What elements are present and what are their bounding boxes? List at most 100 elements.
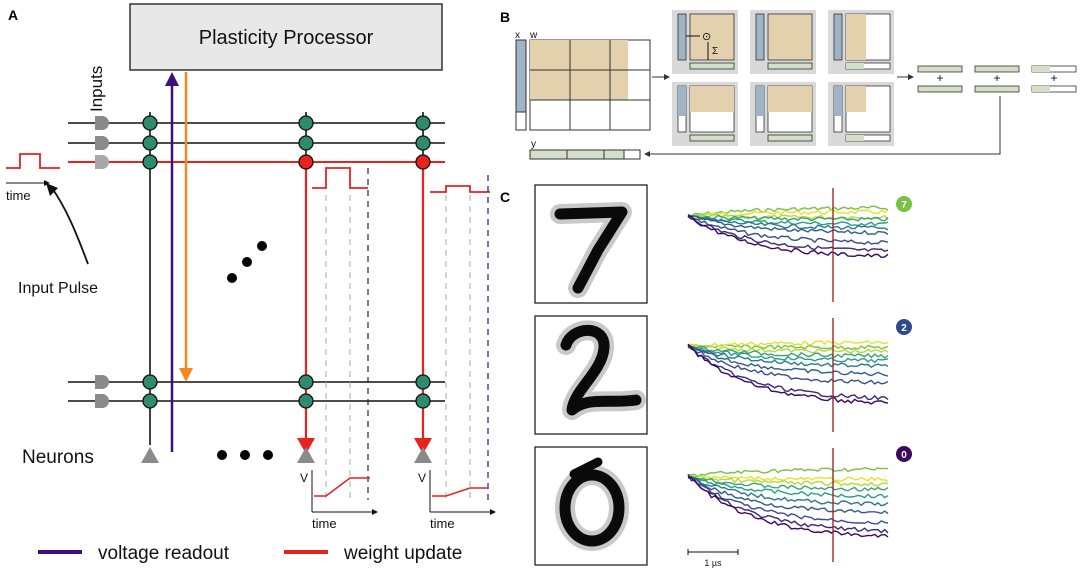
pulse-pointer-arrowhead — [46, 183, 58, 196]
label-badge-text: 7 — [901, 200, 907, 211]
sub-x-fill — [756, 86, 764, 116]
neuron-soma-icon — [414, 447, 432, 463]
input-pulse: time Input Pulse — [6, 153, 98, 297]
synapse-node — [298, 115, 314, 131]
trace-plot-0 — [687, 467, 889, 538]
synapse-node — [142, 393, 158, 409]
membrane-trace — [687, 215, 889, 259]
digit-image-2 — [534, 315, 648, 435]
membrane-trace — [687, 340, 889, 348]
synapse-node — [415, 393, 431, 409]
active-synapse-node — [298, 154, 314, 170]
ellipsis-dot — [263, 450, 273, 460]
label-badge-text: 0 — [901, 450, 907, 461]
membrane-trace — [687, 475, 889, 515]
neuron-soma-icon — [141, 447, 159, 463]
sub-x — [833, 13, 843, 61]
input-driver-icon — [95, 155, 109, 169]
processor-label: Plasticity Processor — [199, 27, 374, 49]
flow-arrowhead — [664, 74, 670, 80]
mult-symbol: ⊙ — [702, 31, 711, 43]
membrane-trace — [687, 345, 889, 377]
membrane-trace — [687, 475, 889, 499]
digit-glyph — [560, 325, 642, 416]
membrane-trace — [687, 214, 889, 231]
panel-c: C 7 2 — [500, 184, 912, 568]
membrane-trace — [687, 476, 889, 525]
synapse-node — [142, 115, 158, 131]
pulse-pointer-arrow — [51, 187, 89, 265]
membrane-trace — [687, 345, 889, 385]
legend: voltage readout weight update — [38, 543, 462, 564]
sub-y-fill — [846, 63, 864, 69]
sub-x-fill — [834, 86, 842, 116]
legend-label-voltage: voltage readout — [98, 543, 230, 564]
x-vector-fill — [515, 39, 527, 113]
feedback-arrow — [650, 96, 1001, 155]
time-arrowhead — [44, 180, 50, 186]
partial-sum-fill — [1032, 66, 1050, 72]
time-arrowhead — [490, 509, 496, 515]
label-badge-2: 2 — [896, 319, 912, 335]
membrane-trace — [687, 474, 889, 534]
sub-y — [689, 134, 735, 142]
ellipsis-dot — [242, 257, 252, 267]
membrane-trace — [687, 344, 889, 354]
plus-symbol: + — [1050, 71, 1057, 85]
plus-symbol: + — [993, 71, 1000, 85]
sub-block-5 — [750, 82, 816, 146]
input-driver-icon — [95, 375, 109, 389]
panel-a-letter: A — [8, 7, 18, 23]
w-label: w — [529, 30, 538, 41]
inputs-label: Inputs — [87, 66, 106, 112]
processor-output-arrowhead — [179, 368, 193, 382]
ellipsis-diagonal — [227, 241, 267, 283]
time-label: time — [312, 516, 337, 531]
membrane-trace — [687, 216, 889, 245]
voltage-trace — [432, 487, 488, 497]
timing-trace-neuron-3: V time — [418, 175, 496, 531]
membrane-trace — [687, 474, 889, 482]
membrane-trace — [687, 345, 889, 369]
update-pulse-trace — [430, 185, 490, 193]
input-pulse-trace — [6, 153, 60, 169]
sub-w-fill — [846, 14, 866, 60]
partial-sums: + + + — [917, 65, 1077, 93]
membrane-trace — [687, 467, 889, 478]
sub-x — [755, 13, 765, 61]
digit-frame — [534, 184, 648, 304]
synapse-node — [142, 135, 158, 151]
weight-update-arrowhead — [297, 438, 315, 454]
trace-plot-2 — [687, 340, 889, 405]
panel-b-letter: B — [500, 9, 510, 25]
sub-block-2 — [750, 10, 816, 74]
ellipsis-dot — [217, 450, 227, 460]
ellipsis-dot — [257, 241, 267, 251]
synapse-node — [298, 393, 314, 409]
sub-block-3 — [828, 10, 894, 74]
partial-sum-bar — [917, 65, 963, 73]
partial-sum-bar — [974, 85, 1020, 93]
y-vector-empty — [623, 149, 641, 160]
plasticity-processor: Plasticity Processor — [129, 3, 443, 71]
plus-symbol: + — [936, 71, 943, 85]
membrane-trace — [687, 345, 889, 359]
x-label: x — [515, 30, 520, 41]
label-badge-0: 0 — [896, 446, 912, 462]
digit-image-0 — [534, 446, 648, 566]
active-synapse-node — [415, 154, 431, 170]
panel-a: A Plasticity Processor Inputs — [6, 3, 496, 564]
ellipsis-horizontal — [217, 450, 273, 460]
membrane-trace — [687, 214, 889, 222]
synapse-nodes — [142, 115, 431, 409]
sub-x-fill — [678, 86, 686, 116]
weight-update-arrowhead — [414, 438, 432, 454]
input-driver-icon — [95, 136, 109, 150]
sub-block-1: ⊙ Σ — [672, 10, 738, 74]
partial-sum-bar — [917, 85, 963, 93]
synapse-node — [298, 135, 314, 151]
synapse-node — [298, 374, 314, 390]
sub-w — [689, 13, 735, 61]
sub-x — [677, 13, 687, 61]
